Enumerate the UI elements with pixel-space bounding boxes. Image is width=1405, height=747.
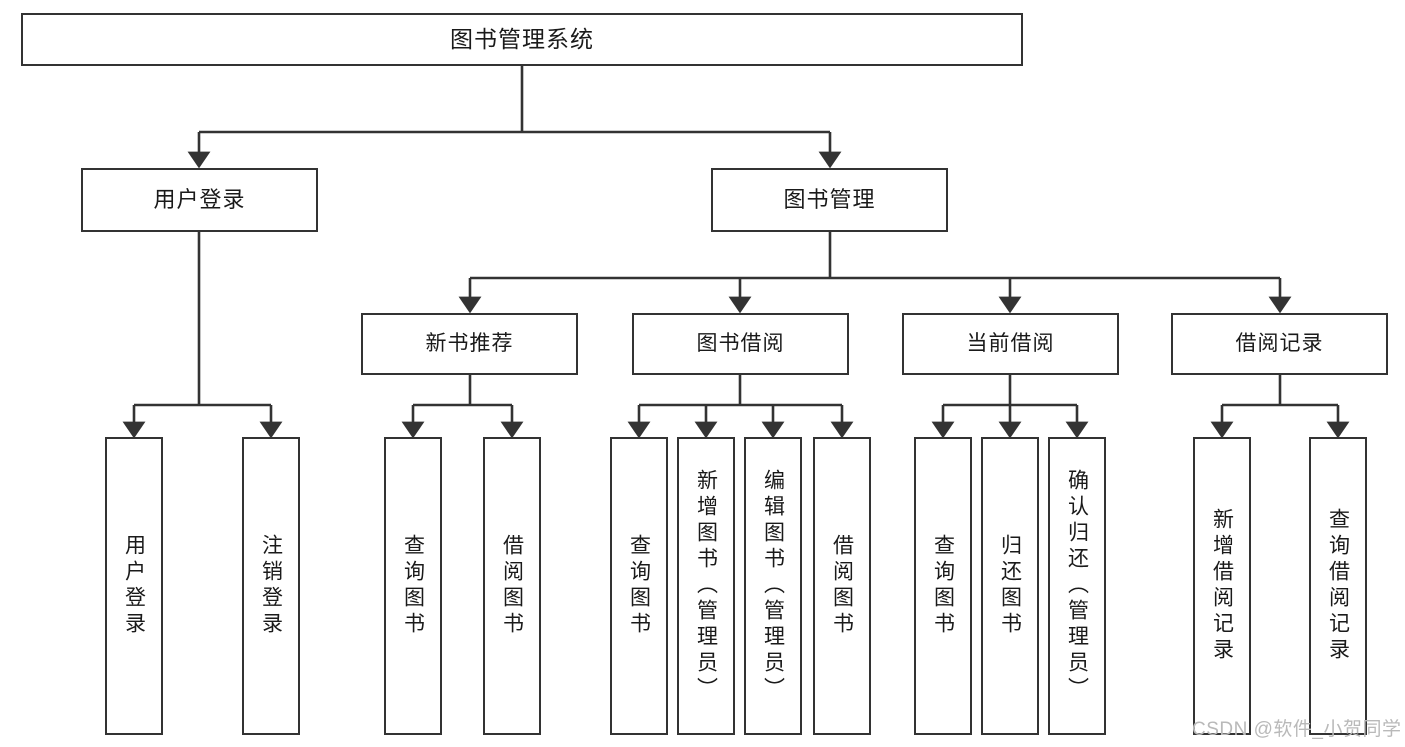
node-label: 借阅图书 — [500, 534, 524, 638]
node-label: 当前借阅 — [966, 331, 1055, 355]
node-root-book-management-system[interactable]: 图书管理系统 — [21, 13, 1023, 66]
csdn-watermark: CSDN @软件_小贺同学 — [1192, 719, 1402, 740]
node-label: 注销登录 — [259, 534, 283, 638]
node-user-login[interactable]: 用户登录 — [81, 168, 318, 232]
node-label: 用户登录 — [153, 187, 246, 213]
leaf-user-login-logout[interactable]: 注销登录 — [242, 437, 300, 735]
node-label: 用户登录 — [122, 534, 146, 638]
node-label: 新增借阅记录 — [1210, 508, 1234, 664]
leaf-borrow-record-query-record[interactable]: 查询借阅记录 — [1309, 437, 1367, 735]
node-new-book-recommend[interactable]: 新书推荐 — [361, 313, 578, 375]
node-label: 新书推荐 — [425, 331, 514, 355]
node-label: 借阅图书 — [830, 534, 854, 638]
node-book-borrow[interactable]: 图书借阅 — [632, 313, 849, 375]
node-label: 新增图书（管理员） — [694, 469, 718, 703]
node-label: 图书借阅 — [696, 331, 785, 355]
node-label: 借阅记录 — [1235, 331, 1324, 355]
leaf-new-book-borrow-book[interactable]: 借阅图书 — [483, 437, 541, 735]
leaf-book-borrow-query-book[interactable]: 查询图书 — [610, 437, 668, 735]
leaf-book-borrow-borrow-book[interactable]: 借阅图书 — [813, 437, 871, 735]
node-label: 编辑图书（管理员） — [761, 469, 785, 703]
leaf-current-borrow-query-book[interactable]: 查询图书 — [914, 437, 972, 735]
node-label: 归还图书 — [998, 534, 1022, 638]
node-label: 查询图书 — [931, 534, 955, 638]
node-book-management[interactable]: 图书管理 — [711, 168, 948, 232]
leaf-user-login-login[interactable]: 用户登录 — [105, 437, 163, 735]
leaf-borrow-record-add-record[interactable]: 新增借阅记录 — [1193, 437, 1251, 735]
leaf-book-borrow-edit-book-admin[interactable]: 编辑图书（管理员） — [744, 437, 802, 735]
leaf-new-book-query-book[interactable]: 查询图书 — [384, 437, 442, 735]
node-label: 图书管理系统 — [450, 26, 594, 53]
node-label: 查询借阅记录 — [1326, 508, 1350, 664]
node-borrow-record[interactable]: 借阅记录 — [1171, 313, 1388, 375]
node-current-borrow[interactable]: 当前借阅 — [902, 313, 1119, 375]
node-label: 查询图书 — [401, 534, 425, 638]
leaf-current-borrow-confirm-return-admin[interactable]: 确认归还（管理员） — [1048, 437, 1106, 735]
node-label: 查询图书 — [627, 534, 651, 638]
node-label: 图书管理 — [783, 187, 876, 213]
node-label: 确认归还（管理员） — [1065, 469, 1089, 703]
leaf-current-borrow-return-book[interactable]: 归还图书 — [981, 437, 1039, 735]
leaf-book-borrow-add-book-admin[interactable]: 新增图书（管理员） — [677, 437, 735, 735]
